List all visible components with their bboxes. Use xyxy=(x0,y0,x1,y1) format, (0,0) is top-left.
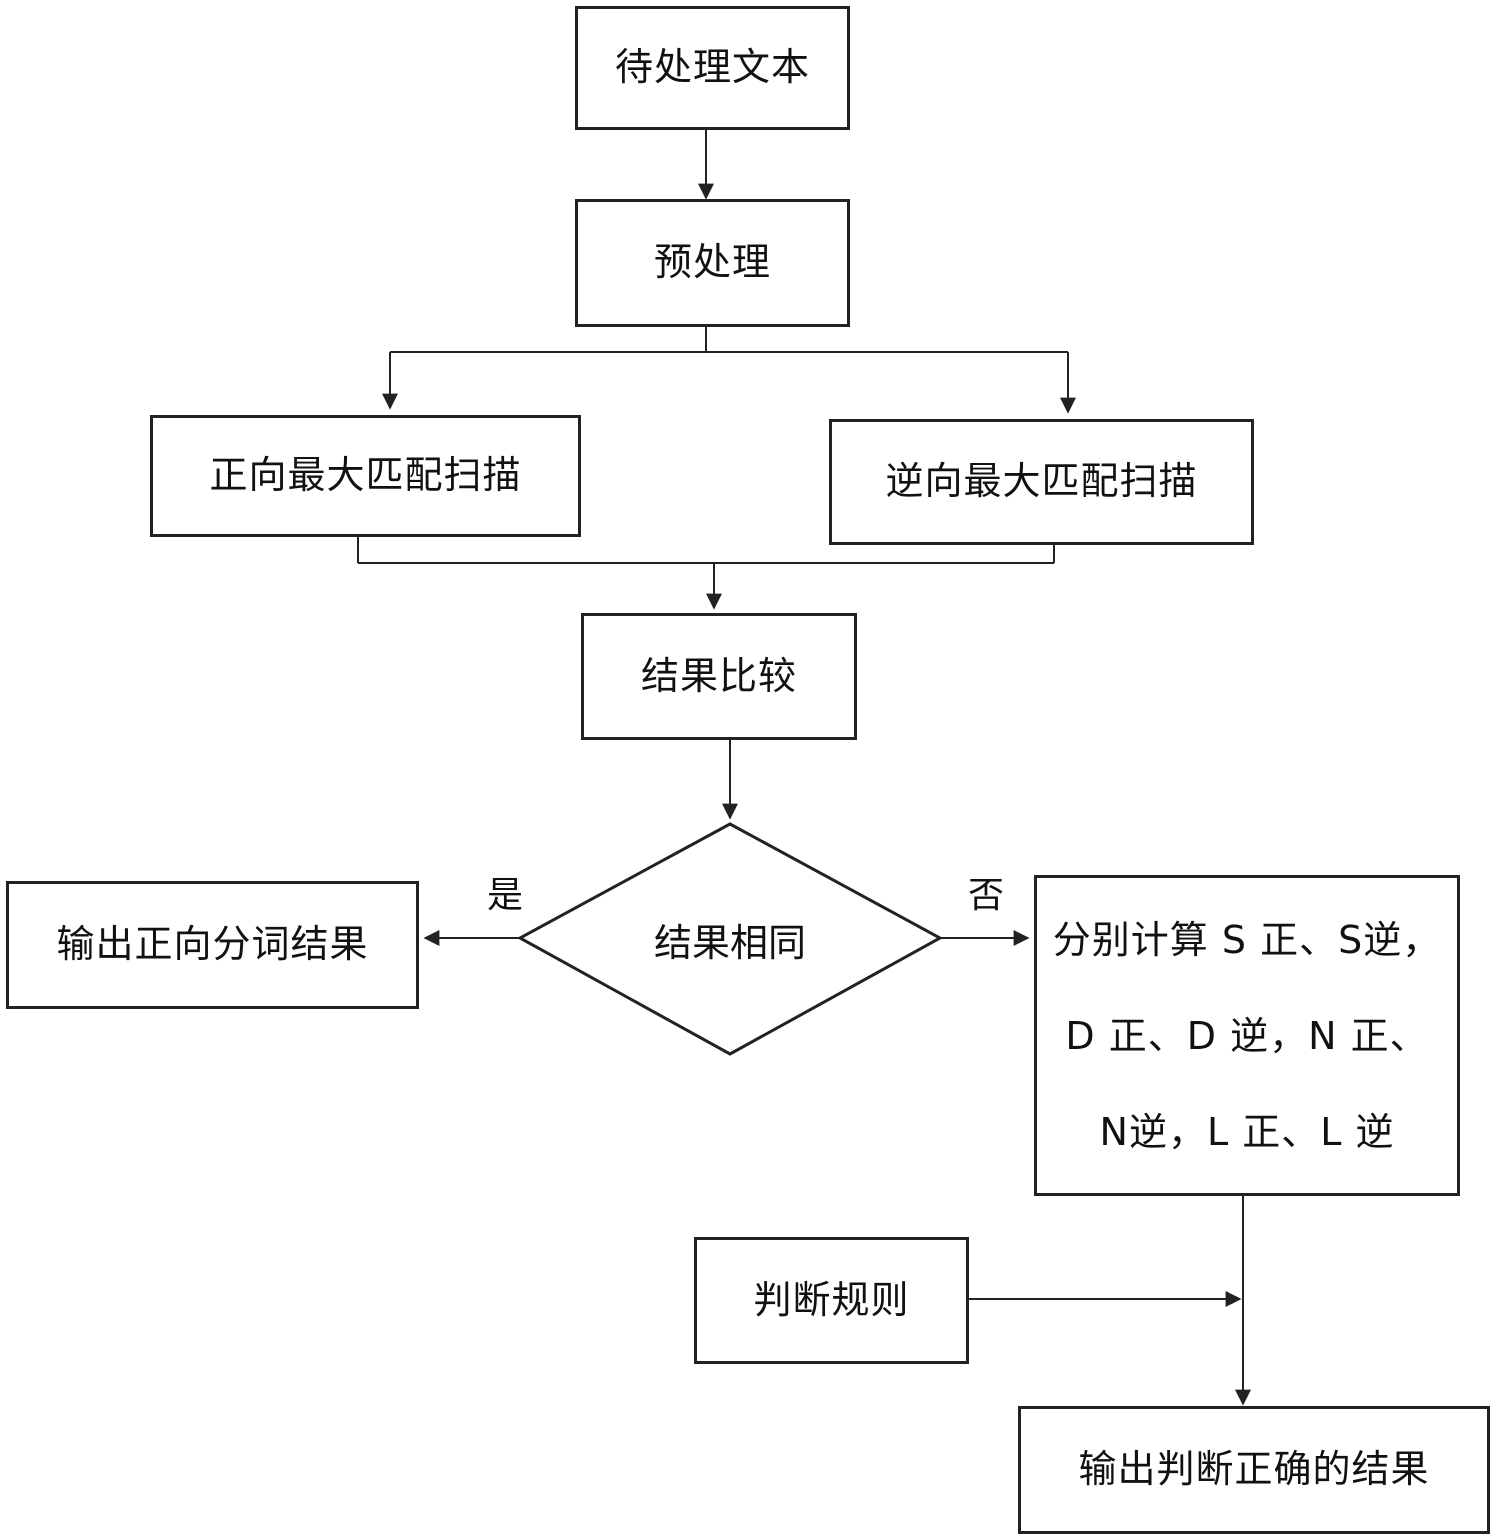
node-backward-scan-label: 逆向最大匹配扫描 xyxy=(885,459,1198,504)
node-compute-line-3: N逆，L 正、L 逆 xyxy=(1099,1109,1395,1154)
node-forward-scan-label: 正向最大匹配扫描 xyxy=(209,453,522,498)
node-output-correct-label: 输出判断正确的结果 xyxy=(1078,1447,1430,1492)
node-compare: 结果比较 xyxy=(581,613,857,740)
node-compute-line-1: 分别计算 S 正、S逆， xyxy=(1052,917,1442,962)
edge-label-yes: 是 xyxy=(487,875,524,916)
node-preprocess: 预处理 xyxy=(575,199,850,327)
node-input-text-label: 待处理文本 xyxy=(614,45,810,90)
node-output-forward-label: 输出正向分词结果 xyxy=(56,922,369,967)
node-input-text: 待处理文本 xyxy=(575,6,850,130)
node-rules: 判断规则 xyxy=(694,1237,969,1364)
edge-label-no: 否 xyxy=(968,875,1005,916)
node-output-correct: 输出判断正确的结果 xyxy=(1018,1406,1490,1534)
node-preprocess-label: 预处理 xyxy=(653,240,771,285)
decision-diamond xyxy=(516,822,944,1056)
node-compute-metrics: 分别计算 S 正、S逆， D 正、D 逆，N 正、 N逆，L 正、L 逆 xyxy=(1034,875,1460,1196)
node-same-decision-label: 结果相同 xyxy=(653,921,806,965)
node-forward-scan: 正向最大匹配扫描 xyxy=(150,415,581,537)
node-rules-label: 判断规则 xyxy=(753,1277,910,1322)
node-compute-line-2: D 正、D 逆，N 正、 xyxy=(1065,1013,1429,1058)
node-backward-scan: 逆向最大匹配扫描 xyxy=(829,419,1254,545)
node-compare-label: 结果比较 xyxy=(640,653,797,698)
node-output-forward: 输出正向分词结果 xyxy=(6,881,419,1009)
